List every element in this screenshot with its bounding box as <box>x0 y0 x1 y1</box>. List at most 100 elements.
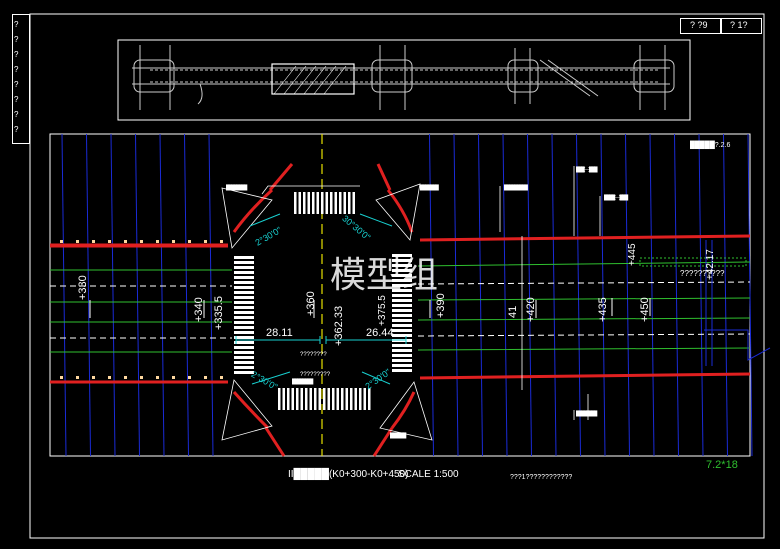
crosswalk-stripe <box>234 291 254 294</box>
crosswalk-stripe <box>392 344 412 347</box>
grid-line <box>184 133 189 457</box>
edge-marker <box>76 376 79 379</box>
grid-line <box>649 133 655 457</box>
grid-line <box>551 133 557 457</box>
crosswalk-bottom <box>278 388 371 410</box>
crosswalk-stripe <box>234 356 254 359</box>
grid-line <box>576 133 581 457</box>
dimension-lines <box>235 213 407 385</box>
crosswalk-stripe <box>392 359 412 362</box>
edge-marker <box>92 376 95 379</box>
note-right-1: █████████ <box>504 185 528 191</box>
crosswalk-stripe <box>278 388 281 410</box>
crosswalk-stripe <box>234 351 254 354</box>
crosswalk-stripe <box>339 192 342 214</box>
edge-marker <box>188 376 191 379</box>
crosswalk-stripe <box>327 388 330 410</box>
grid-line <box>723 133 728 457</box>
crosswalk-stripe <box>348 192 351 214</box>
sheet-number-box <box>680 18 722 34</box>
strip-label: ? <box>14 125 19 134</box>
crosswalk-stripe <box>354 388 357 410</box>
grid-line <box>698 133 704 457</box>
edge-marker <box>172 240 175 243</box>
grid-line <box>674 133 679 457</box>
crosswalk-stripe <box>234 361 254 364</box>
note-mid: ████████ <box>576 411 597 417</box>
station-435: +435 <box>597 297 609 322</box>
grid-line <box>600 133 606 457</box>
station-420: +420 <box>525 297 537 322</box>
edge-marker <box>172 376 175 379</box>
note-center-1: ???????? <box>300 352 327 358</box>
lane-dividers <box>50 281 751 339</box>
strip-label: ? <box>14 95 19 104</box>
crosswalk-stripe <box>392 329 412 332</box>
key-plan-road <box>132 45 675 110</box>
crosswalk-stripe <box>294 192 297 214</box>
lane-lines <box>50 261 751 353</box>
crosswalk-stripe <box>323 388 326 410</box>
crosswalk-stripe <box>296 388 299 410</box>
crosswalk-stripe <box>392 294 412 297</box>
corner-label: █████?.2.6 <box>690 142 731 149</box>
edge-marker <box>76 240 79 243</box>
edge-marker <box>204 376 207 379</box>
crosswalk-left <box>234 256 254 374</box>
crosswalk-stripe <box>392 284 412 287</box>
crosswalk-stripe <box>345 388 348 410</box>
crosswalk-stripe <box>234 331 254 334</box>
edge-marker <box>60 376 63 379</box>
note-bottom-left: ████████ <box>292 379 313 385</box>
crosswalk-stripe <box>341 388 344 410</box>
crosswalk-stripe <box>234 306 254 309</box>
sheet-total: ? 1? <box>730 20 748 30</box>
note-lane: ?????????? <box>680 269 725 278</box>
grid-line <box>625 133 630 457</box>
station-390: +390 <box>435 293 447 318</box>
crosswalk-stripe <box>234 311 254 314</box>
grid-line <box>502 133 508 457</box>
grid-line <box>208 133 214 457</box>
crosswalk-stripe <box>234 271 254 274</box>
edge-marker <box>92 240 95 243</box>
grid-line <box>135 133 140 457</box>
crosswalk-top <box>294 192 355 214</box>
strip-label: ? <box>14 110 19 119</box>
edge-marker <box>204 240 207 243</box>
crosswalk-stripe <box>392 319 412 322</box>
strip-label: ? <box>14 35 19 44</box>
note-center-2: ????????? <box>300 372 331 378</box>
note-right-2: ███(—)███ <box>576 167 598 173</box>
key-plan-frame <box>117 39 691 121</box>
station-340: +340 <box>193 297 205 322</box>
crosswalk-stripe <box>234 326 254 329</box>
grid-line <box>747 133 753 457</box>
dimension-left: 28.11 <box>266 327 293 339</box>
station-330: +330 <box>77 275 89 300</box>
road-edges <box>50 163 751 457</box>
crosswalk-stripe <box>234 266 254 269</box>
crosswalk-stripe <box>392 264 412 267</box>
note-top-left: ████████ <box>226 185 247 191</box>
grid-line <box>110 133 116 457</box>
bottom-right-ref: 7.2*18 <box>706 459 738 471</box>
crosswalk-stripe <box>305 388 308 410</box>
note-bottom-right: ██████ <box>390 433 406 439</box>
crosswalk-stripe <box>234 301 254 304</box>
crosswalk-stripe <box>234 371 254 374</box>
crosswalk-stripe <box>318 388 321 410</box>
crosswalk-stripe <box>332 388 335 410</box>
edge-marker <box>60 240 63 243</box>
crosswalk-stripe <box>392 299 412 302</box>
grid-lines <box>61 133 753 457</box>
edge-marker <box>124 376 127 379</box>
grid-line <box>527 133 532 457</box>
crosswalk-stripe <box>392 279 412 282</box>
crosswalk-stripe <box>359 388 362 410</box>
edge-marker <box>156 376 159 379</box>
crosswalk-stripe <box>392 269 412 272</box>
crosswalk-stripe <box>392 324 412 327</box>
sheet-frame <box>29 13 765 539</box>
crosswalk-stripe <box>321 192 324 214</box>
